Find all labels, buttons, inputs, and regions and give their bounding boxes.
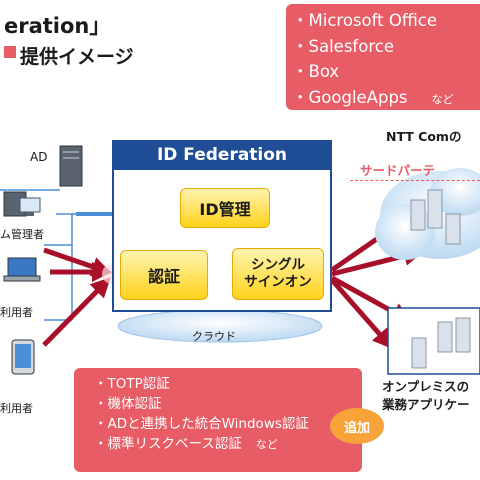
auth-methods-suffix: など [255, 438, 278, 451]
services-suffix: など [431, 92, 454, 106]
page-title: eration」 [4, 14, 111, 38]
auth-method-item: ・ADと連携した統合Windows認証 [94, 416, 309, 432]
authentication-box: 認証 [120, 250, 208, 300]
ad-label: AD [30, 150, 48, 164]
page-subtitle: 提供イメージ [20, 46, 134, 68]
admin-label: ム管理者 [0, 228, 44, 241]
onprem-label: オンプレミスの 業務アプリケー [382, 379, 470, 412]
admin-pc-icon [3, 191, 41, 217]
third-party-underline [350, 180, 480, 181]
ntt-label: NTT Comの [386, 129, 462, 144]
user-label: 利用者 [0, 402, 33, 415]
service-item: ・Salesforce [292, 36, 394, 56]
user-arrows [42, 247, 112, 347]
id-management-box: ID管理 [180, 188, 270, 228]
third-party-label: サードパーテ [360, 163, 436, 178]
addition-badge: 追加 [330, 408, 384, 444]
service-item: ・Box [292, 62, 340, 81]
service-item: ・Microsoft Office [292, 11, 437, 30]
laptop-icon [3, 257, 41, 282]
id-federation-header: ID Federation [112, 140, 332, 170]
sso-box: シングル サインオン [232, 248, 324, 300]
auth-method-item: ・標準リスクベース認証など [94, 436, 278, 452]
user-label: 利用者 [0, 306, 33, 319]
onprem-server-icons [411, 317, 471, 369]
title-bullet-icon [4, 46, 16, 58]
services-callout: ・Microsoft Office ・Salesforce ・Box ・Goog… [286, 4, 480, 110]
tablet-icon [11, 339, 35, 375]
cloud-server-icons [410, 189, 461, 245]
auth-method-item: ・機体認証 [94, 396, 162, 412]
ad-server-icon [59, 145, 83, 187]
cloud-label: クラウド [192, 330, 236, 343]
auth-method-item: ・TOTP認証 [94, 376, 170, 392]
auth-methods-callout: ・TOTP認証 ・機体認証 ・ADと連携した統合Windows認証 ・標準リスク… [74, 368, 362, 472]
